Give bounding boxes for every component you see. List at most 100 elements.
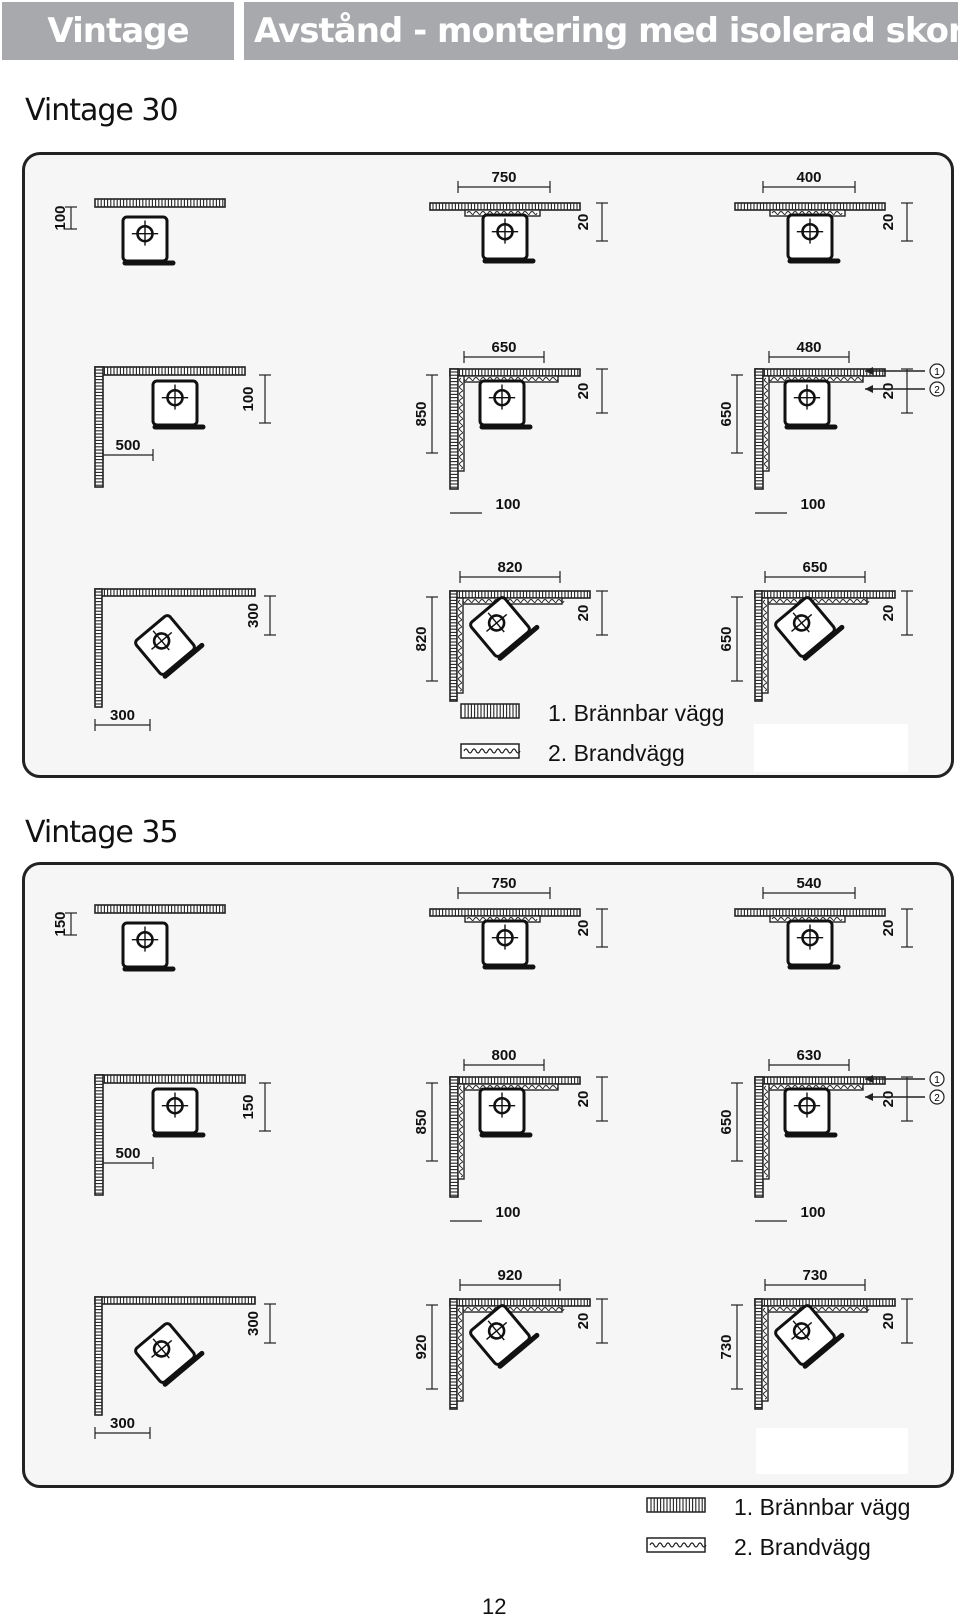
dimension-label: 800 [491,1047,516,1064]
stove-icon [121,215,176,266]
diagram-0-1-0: 500 100 [94,366,271,488]
dimension-label: 20 [880,920,897,937]
marker-circle [929,381,945,397]
diagram-1-0-2: 540 20 [734,875,913,970]
dimension-label: 20 [575,1313,592,1330]
dimension-label: 300 [110,707,135,724]
header-brand: Vintage [2,2,234,60]
diagram-1-1-0: 500 150 [94,1074,271,1196]
dimension-label: 300 [245,603,262,628]
dimension-label: 20 [880,214,897,231]
legend-vintage-30: 1. Brännbar vägg 2. Brandvägg [460,696,760,776]
combustible-wall-swatch [646,1497,706,1513]
stove-icon [783,1087,838,1138]
header-title: Avstånd - montering med isolerad skorste… [244,2,958,60]
dimension-label: 650 [718,1109,735,1134]
diagram-0-0-0: 100 [52,198,226,266]
marker-label: 1 [934,1075,940,1086]
marker-label: 2 [934,385,940,396]
legend-label-combustible: 1. Brännbar vägg [548,700,725,726]
stove-icon [121,921,176,972]
diagram-0-0-2: 400 20 [734,169,913,264]
stove-icon [469,1304,540,1369]
combustible-wall [94,198,226,208]
blank-box [754,724,908,772]
marker-label: 1 [934,367,940,378]
dimension-label: 540 [796,875,821,892]
combustible-wall [94,366,104,488]
combustible-wall [94,588,103,708]
dimension-label: 850 [413,1109,430,1134]
dimension-label: 750 [491,169,516,186]
dimension-label: 650 [718,626,735,651]
marker-circle [929,1089,945,1105]
dimension-label: 400 [796,169,821,186]
dimension-label: 20 [880,1313,897,1330]
dimension-label: 100 [240,386,257,411]
dimension-label: 150 [52,911,69,936]
stove-icon [469,596,540,661]
dimension-label: 20 [880,1091,897,1108]
dimension-label: 20 [575,383,592,400]
stove-icon [774,596,845,661]
marker-circle [929,1071,945,1087]
combustible-wall [449,1298,458,1410]
stove-icon [134,614,205,679]
combustible-wall-swatch [460,703,520,719]
diagram-0-2-0: 300 300 [94,588,276,731]
stove-icon [783,379,838,430]
dimension-label: 100 [495,1204,520,1221]
stove-icon [478,1087,533,1138]
dimension-label: 920 [497,1267,522,1284]
combustible-wall [94,1296,103,1416]
dimension-label: 730 [718,1334,735,1359]
diagram-1-2-0: 300 300 [94,1296,276,1439]
dimension-label: 150 [240,1094,257,1119]
combustible-wall [754,1298,763,1410]
legend-label-firewall: 2. Brandvägg [548,740,685,766]
dimension-label: 100 [800,1204,825,1221]
marker-label: 2 [934,1093,940,1104]
diagram-0-0-1: 750 20 [429,169,608,264]
dimension-label: 300 [110,1415,135,1432]
dimension-label: 100 [800,496,825,513]
diagram-1-0-0: 150 [52,904,226,972]
dimension-label: 20 [880,383,897,400]
combustible-wall [94,1074,104,1196]
dimension-label: 20 [575,605,592,622]
stove-icon [134,1322,205,1387]
dimension-label: 300 [245,1311,262,1336]
section-title-vintage-35: Vintage 35 [25,815,179,850]
dimension-label: 100 [495,496,520,513]
dimension-label: 20 [575,1091,592,1108]
dimension-label: 850 [413,401,430,426]
dimension-label: 20 [575,214,592,231]
stove-icon [786,213,841,264]
combustible-wall [449,590,458,702]
dimension-label: 480 [796,339,821,356]
combustible-wall [754,590,763,702]
diagram-0-2-1: 820 820 20 [413,559,608,702]
dimension-label: 100 [52,205,69,230]
dimension-label: 820 [413,626,430,651]
dimension-label: 820 [497,559,522,576]
legend-label-combustible: 1. Brännbar vägg [734,1494,911,1520]
legend-label-firewall: 2. Brandvägg [734,1534,871,1560]
page-number: 12 [482,1594,507,1619]
dimension-label: 20 [880,605,897,622]
dimension-label: 500 [115,437,140,454]
stove-icon [151,1087,206,1138]
stove-icon [151,379,206,430]
dimension-label: 500 [115,1145,140,1162]
firewall-swatch [460,743,521,759]
diagram-1-1-1: 800 850 20 100 [413,1047,608,1222]
